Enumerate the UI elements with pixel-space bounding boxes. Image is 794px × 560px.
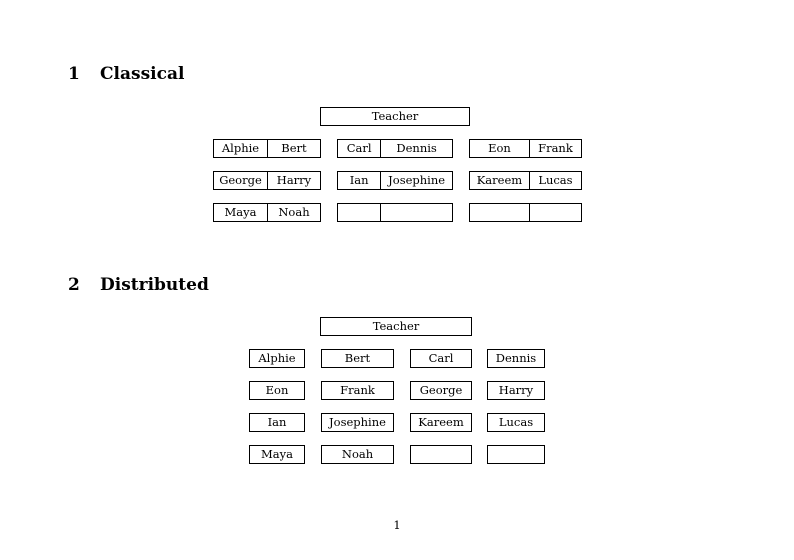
student-box: Frank [321, 381, 394, 400]
student-cell: Lucas [528, 172, 581, 189]
section-number: 2 [68, 275, 80, 295]
student-box: Alphie [249, 349, 305, 368]
student-cell: Bert [266, 140, 320, 157]
student-cell-empty [380, 204, 452, 221]
section-title: Distributed [100, 275, 209, 295]
student-pair-row: Ian Josephine [337, 171, 453, 190]
student-box: Lucas [487, 413, 545, 432]
student-cell-empty [338, 204, 380, 221]
student-box: Ian [249, 413, 305, 432]
student-pair-row-empty [337, 203, 453, 222]
student-pair-row: George Harry [213, 171, 321, 190]
student-cell: Dennis [380, 140, 452, 157]
teacher-label: Teacher [371, 108, 419, 123]
student-box: Harry [487, 381, 545, 400]
section-heading-classical: 1 Classical [68, 66, 184, 83]
student-cell: George [219, 172, 262, 187]
student-box-empty [410, 445, 472, 464]
student-cell: Carl [346, 140, 372, 155]
student-pair-row: Kareem Lucas [469, 171, 582, 190]
student-box: Bert [321, 349, 394, 368]
student-pair-row-empty [469, 203, 582, 222]
student-cell: Harry [266, 172, 320, 189]
section-heading-distributed: 2 Distributed [68, 277, 209, 294]
student-cell-empty [470, 204, 529, 221]
student-cell-empty [528, 204, 581, 221]
student-cell: Noah [266, 204, 320, 221]
student-box: Kareem [410, 413, 472, 432]
student-pair-row: Carl Dennis [337, 139, 453, 158]
student-box: Carl [410, 349, 472, 368]
student-cell: Ian [349, 172, 369, 187]
student-cell: Eon [488, 140, 511, 155]
student-box: Eon [249, 381, 305, 400]
student-pair-row: Maya Noah [213, 203, 321, 222]
student-cell: Frank [528, 140, 581, 157]
student-box: Josephine [321, 413, 394, 432]
section-number: 1 [68, 64, 80, 84]
student-pair-row: Alphie Bert [213, 139, 321, 158]
student-box: Maya [249, 445, 305, 464]
section-title: Classical [100, 64, 185, 84]
student-pair-row: Eon Frank [469, 139, 582, 158]
teacher-box-distributed: Teacher [320, 317, 472, 336]
student-box: George [410, 381, 472, 400]
page-number: 1 [393, 518, 401, 532]
student-cell: Alphie [221, 140, 260, 155]
student-cell: Maya [224, 204, 257, 219]
student-box-empty [487, 445, 545, 464]
teacher-box-classical: Teacher [320, 107, 470, 126]
student-box: Noah [321, 445, 394, 464]
student-cell: Josephine [380, 172, 452, 189]
student-box: Dennis [487, 349, 545, 368]
student-cell: Kareem [476, 172, 523, 187]
